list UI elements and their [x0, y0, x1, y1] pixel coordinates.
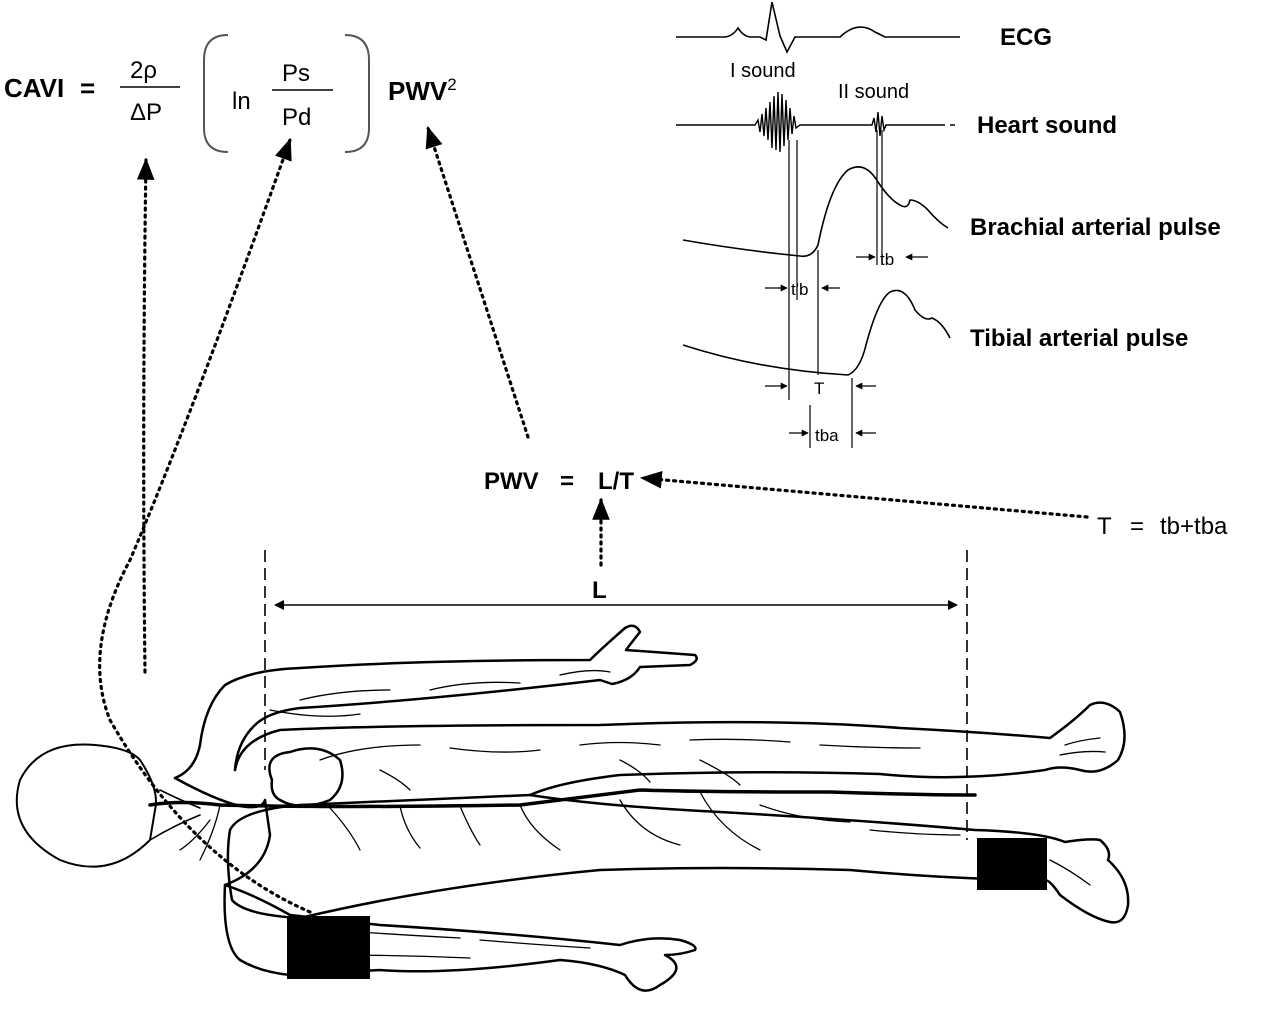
aorta	[148, 788, 977, 809]
t-equals: =	[1130, 513, 1144, 540]
ankle-cuff	[977, 838, 1047, 890]
arterial-branches	[179, 669, 1106, 959]
arrow-to-pwv-squared	[425, 125, 530, 439]
heart-sound-label: Heart sound	[977, 112, 1117, 139]
tba-label: tba	[815, 426, 839, 445]
head-outline	[15, 743, 157, 868]
ps-label: Ps	[282, 60, 310, 87]
heart-sound-trace	[676, 91, 955, 153]
right-bracket	[344, 34, 370, 153]
t-label: T	[1097, 513, 1112, 540]
arrow-to-ln-ps-pd	[98, 137, 312, 914]
cavi-denominator: ΔP	[130, 99, 162, 126]
upper-arm-outline	[173, 624, 698, 780]
ecg-trace	[676, 1, 960, 54]
pwv-squared-label: PWV2	[388, 75, 457, 106]
cavi-numerator: 2ρ	[130, 57, 157, 84]
pd-label: Pd	[282, 104, 311, 131]
tprime-b-label: t'b	[791, 280, 808, 299]
pwv-label: PWV	[484, 468, 539, 495]
top-leg-outline	[233, 701, 1126, 797]
tb-label: tb	[880, 250, 894, 269]
ln-label: ln	[232, 88, 251, 115]
distance-L: L	[264, 550, 968, 840]
cavi-equals: =	[80, 73, 95, 103]
distance-L-label: L	[592, 577, 607, 604]
arrow-to-delta-p	[136, 157, 155, 674]
left-bracket	[203, 34, 229, 153]
tibial-pulse-label: Tibial arterial pulse	[970, 325, 1188, 352]
waveform-panel	[676, 1, 960, 448]
torso-outline	[173, 776, 272, 887]
arrow-from-t	[639, 470, 1089, 519]
tibial-pulse-trace	[682, 289, 951, 376]
pwv-equation: PWV = L/T	[484, 468, 634, 495]
t-rhs: tb+tba	[1160, 513, 1228, 540]
brachial-pulse-label: Brachial arterial pulse	[970, 214, 1221, 241]
cavi-formula: CAVI = 2ρ ΔP ln Ps Pd PWV2	[4, 34, 457, 153]
t-equation: T = tb+tba	[1097, 513, 1228, 540]
body-figure	[15, 624, 1130, 992]
ecg-label: ECG	[1000, 24, 1052, 51]
pwv-equals: =	[560, 468, 574, 495]
T-interval-label: T	[814, 379, 824, 398]
bottom-leg-outline	[298, 793, 1130, 924]
pwv-rhs: L/T	[598, 468, 634, 495]
dotted-arrows	[98, 125, 1089, 914]
cavi-label: CAVI	[4, 73, 64, 103]
brachial-pulse-trace	[682, 166, 949, 258]
first-sound-label: I sound	[730, 60, 796, 82]
neck-arteries	[149, 789, 201, 841]
waveform-labels: ECG Heart sound Brachial arterial pulse …	[730, 24, 1221, 445]
heart-outline	[268, 747, 344, 808]
torso-lower	[226, 793, 532, 920]
brachial-cuff	[287, 916, 370, 979]
second-sound-label: II sound	[838, 81, 909, 103]
